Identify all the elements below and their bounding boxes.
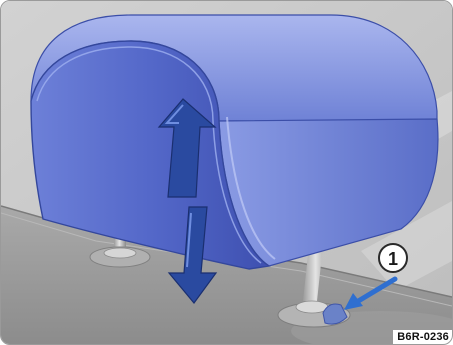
figure-code: B6R-0236 [393, 330, 452, 344]
callout-number: 1 [388, 249, 398, 269]
